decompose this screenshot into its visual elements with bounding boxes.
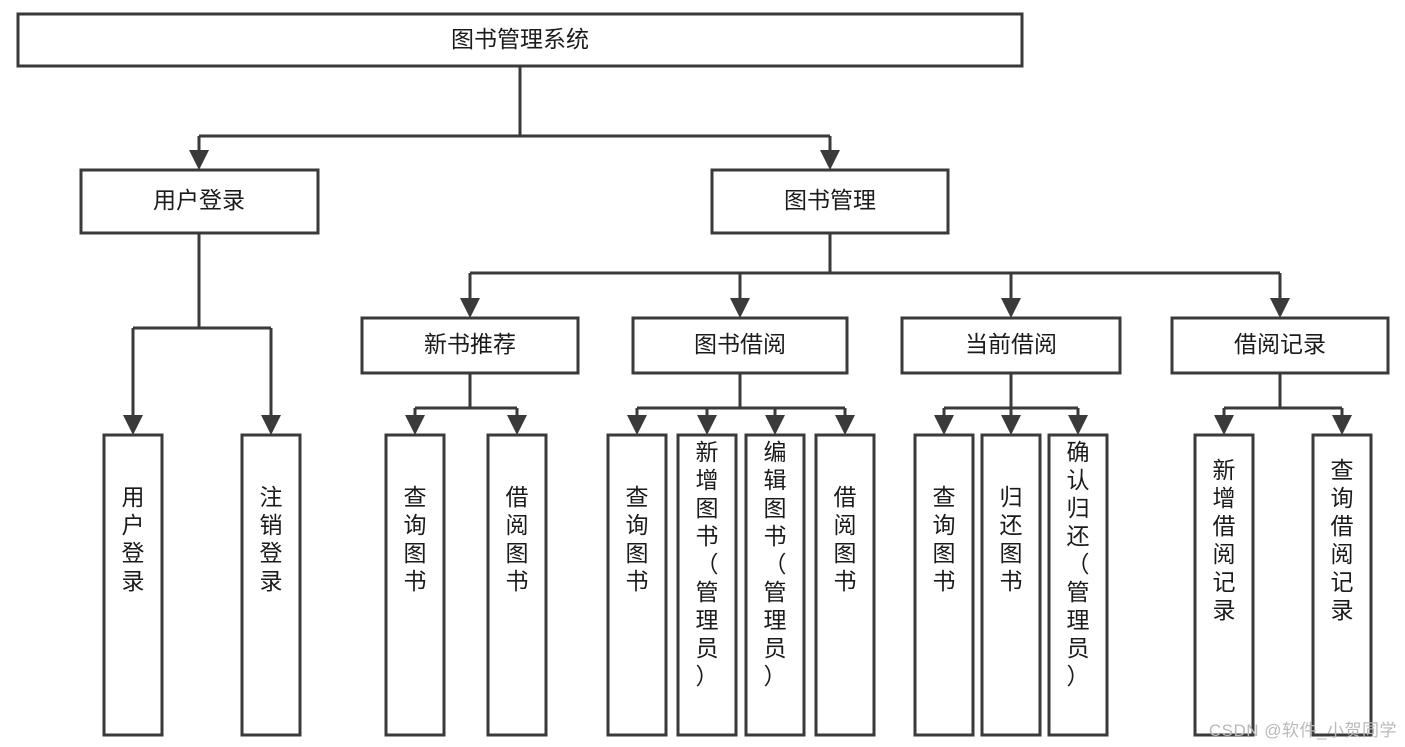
connector-group-new-book-rec (405, 373, 527, 435)
node-leaf-user-login-label: 用户登录 (122, 484, 145, 594)
node-leaf-add-record[interactable]: 新增借阅记录 (1193, 433, 1255, 737)
node-leaf-query-book-1-box[interactable] (384, 433, 446, 737)
arrowhead-book-manage (820, 150, 840, 170)
node-leaf-query-book-2[interactable]: 查询图书 (606, 433, 668, 737)
node-current-borrow-label: 当前借阅 (965, 331, 1057, 357)
node-leaf-user-logout-box[interactable] (240, 433, 302, 737)
node-leaf-query-book-1[interactable]: 查询图书 (384, 433, 446, 737)
node-leaf-borrow-book-2[interactable]: 借阅图书 (814, 433, 876, 737)
node-leaf-edit-book-label: 编辑图书（管理员） (764, 439, 787, 689)
node-leaf-confirm-return[interactable]: 确认归还（管理员） (1047, 433, 1109, 737)
arrowhead-current-borrow (1001, 298, 1021, 318)
node-leaf-query-book-3-label: 查询图书 (933, 484, 956, 594)
node-new-book-rec-label: 新书推荐 (424, 331, 516, 357)
node-leaf-query-book-3[interactable]: 查询图书 (913, 433, 975, 737)
arrowhead-leaf-query-book-3 (934, 415, 954, 435)
arrowhead-leaf-return-book (1001, 415, 1021, 435)
node-leaf-query-book-3-box[interactable] (913, 433, 975, 737)
arrowhead-leaf-query-record (1332, 415, 1352, 435)
arrowhead-leaf-borrow-book-1 (507, 415, 527, 435)
node-leaf-add-book-box[interactable] (676, 433, 738, 737)
node-book-borrow[interactable]: 图书借阅 (631, 316, 849, 375)
arrowhead-leaf-query-book-2 (627, 415, 647, 435)
connector-group-current-borrow (934, 373, 1088, 435)
node-leaf-return-book-label: 归还图书 (1000, 484, 1023, 594)
arrowhead-leaf-borrow-book-2 (835, 415, 855, 435)
arrowhead-leaf-add-book (697, 415, 717, 435)
node-leaf-borrow-book-2-label: 借阅图书 (834, 484, 857, 594)
node-leaf-borrow-book-1-label: 借阅图书 (506, 484, 529, 594)
arrowhead-new-book-rec (460, 298, 480, 318)
node-leaf-add-book[interactable]: 新增图书（管理员） (676, 433, 738, 737)
connector-group-root (189, 66, 840, 170)
node-leaf-add-book-label: 新增图书（管理员） (696, 439, 719, 689)
node-leaf-add-record-box[interactable] (1193, 433, 1255, 737)
node-new-book-rec-box[interactable] (360, 316, 580, 375)
node-leaf-query-book-2-box[interactable] (606, 433, 668, 737)
connector-group-borrow-record (1214, 373, 1352, 435)
arrowhead-leaf-user-login (123, 415, 143, 435)
node-current-borrow-box[interactable] (900, 316, 1122, 375)
connector-group-book-borrow (627, 373, 855, 435)
node-leaf-query-book-2-label: 查询图书 (626, 484, 649, 594)
arrowhead-borrow-record (1270, 298, 1290, 318)
node-leaf-user-logout[interactable]: 注销登录 (240, 433, 302, 737)
csdn-watermark: CSDN @软件_小贺同学 (1208, 721, 1397, 740)
node-book-manage-label: 图书管理 (784, 187, 876, 213)
node-book-borrow-box[interactable] (631, 316, 849, 375)
node-leaf-query-record-label: 查询借阅记录 (1331, 457, 1354, 623)
arrowhead-leaf-edit-book (765, 415, 785, 435)
node-root-label: 图书管理系统 (451, 26, 589, 52)
node-borrow-record-box[interactable] (1170, 316, 1390, 375)
node-book-borrow-label: 图书借阅 (694, 331, 786, 357)
node-root[interactable]: 图书管理系统 (16, 12, 1024, 68)
node-borrow-record-label: 借阅记录 (1234, 331, 1326, 357)
node-leaf-query-book-1-label: 查询图书 (404, 484, 427, 594)
node-current-borrow[interactable]: 当前借阅 (900, 316, 1122, 375)
connector-group-user-login (123, 233, 281, 435)
node-borrow-record[interactable]: 借阅记录 (1170, 316, 1390, 375)
node-new-book-rec[interactable]: 新书推荐 (360, 316, 580, 375)
node-user-login-label: 用户登录 (153, 187, 245, 213)
node-leaf-user-logout-label: 注销登录 (260, 484, 283, 594)
node-leaf-confirm-return-label: 确认归还（管理员） (1067, 439, 1090, 689)
node-leaf-confirm-return-box[interactable] (1047, 433, 1109, 737)
node-leaf-return-book-box[interactable] (980, 433, 1042, 737)
node-user-login-box[interactable] (79, 168, 320, 235)
node-user-login[interactable]: 用户登录 (79, 168, 320, 235)
node-leaf-return-book[interactable]: 归还图书 (980, 433, 1042, 737)
node-leaf-borrow-book-2-box[interactable] (814, 433, 876, 737)
arrowhead-leaf-confirm-return (1068, 415, 1088, 435)
node-leaf-edit-book[interactable]: 编辑图书（管理员） (744, 433, 806, 737)
node-leaf-borrow-book-1[interactable]: 借阅图书 (486, 433, 548, 737)
node-leaf-user-login[interactable]: 用户登录 (102, 433, 164, 737)
node-book-manage-box[interactable] (710, 168, 950, 235)
arrowhead-user-login (189, 150, 209, 170)
node-leaf-edit-book-box[interactable] (744, 433, 806, 737)
node-leaf-user-login-box[interactable] (102, 433, 164, 737)
node-leaf-add-record-label: 新增借阅记录 (1213, 457, 1236, 623)
arrowhead-leaf-user-logout (261, 415, 281, 435)
arrowhead-leaf-add-record (1214, 415, 1234, 435)
connector-group-book-manage (460, 233, 1290, 318)
arrowhead-leaf-query-book-1 (405, 415, 425, 435)
node-root-box[interactable] (16, 12, 1024, 68)
node-leaf-query-record[interactable]: 查询借阅记录 (1311, 433, 1373, 737)
node-leaf-query-record-box[interactable] (1311, 433, 1373, 737)
node-book-manage[interactable]: 图书管理 (710, 168, 950, 235)
node-leaf-borrow-book-1-box[interactable] (486, 433, 548, 737)
arrowhead-book-borrow (730, 298, 750, 318)
